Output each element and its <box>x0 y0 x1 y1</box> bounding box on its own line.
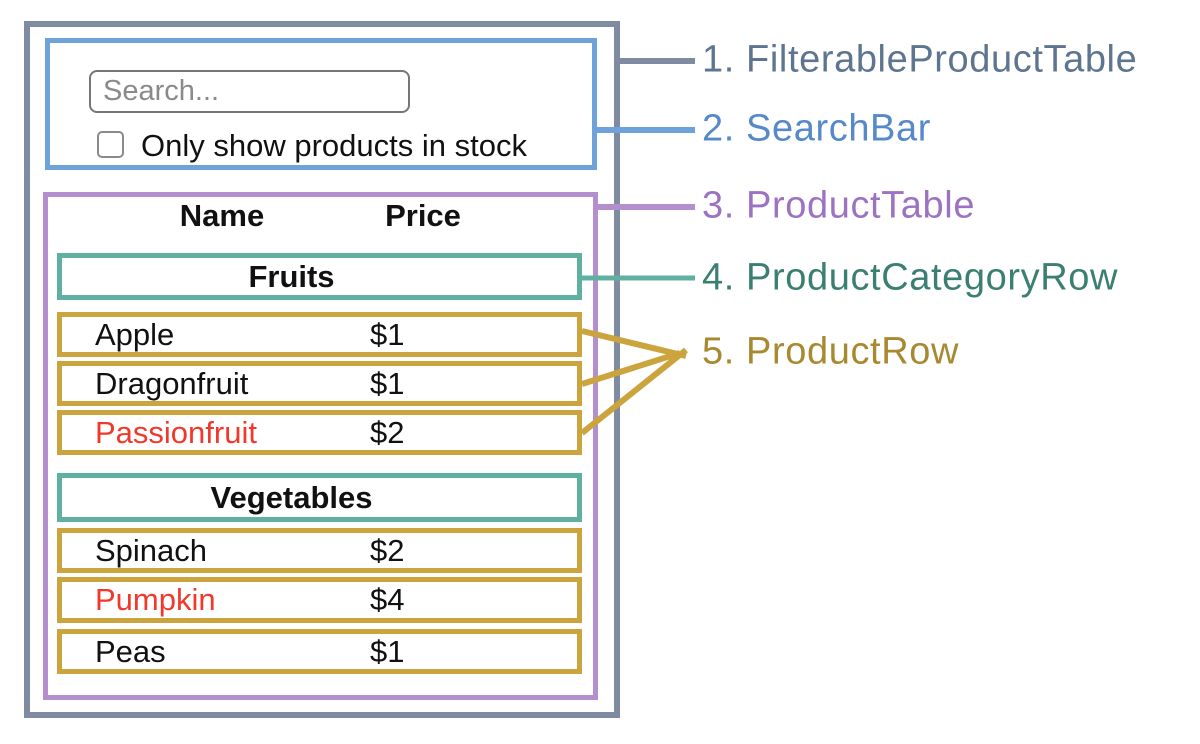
product-name: Peas <box>95 633 166 669</box>
product-name: Passionfruit <box>95 414 257 450</box>
search-input[interactable] <box>89 70 410 113</box>
product-row: Apple $1 <box>57 312 582 357</box>
legend-item-product-category-row: 4. ProductCategoryRow <box>702 256 1119 299</box>
product-row: Pumpkin $4 <box>57 577 582 623</box>
product-price: $4 <box>370 582 405 617</box>
legend-item-product-row: 5. ProductRow <box>702 330 960 373</box>
legend-item-search-bar: 2. SearchBar <box>702 107 931 150</box>
legend-item-product-table: 3. ProductTable <box>702 184 976 227</box>
in-stock-checkbox-label: Only show products in stock <box>141 128 527 163</box>
category-label: Vegetables <box>210 479 373 515</box>
product-row: Peas $1 <box>57 629 582 674</box>
category-row-fruits: Fruits <box>57 253 582 300</box>
product-row: Passionfruit $2 <box>57 410 582 455</box>
product-row: Dragonfruit $1 <box>57 361 582 406</box>
product-row: Spinach $2 <box>57 528 582 573</box>
column-header-name: Name <box>179 198 265 233</box>
category-label: Fruits <box>248 258 335 294</box>
product-price: $1 <box>370 365 405 401</box>
category-row-vegetables: Vegetables <box>57 473 582 522</box>
product-price: $2 <box>370 532 405 568</box>
product-name: Spinach <box>95 532 208 568</box>
product-price: $1 <box>370 633 405 669</box>
in-stock-checkbox[interactable] <box>97 131 124 158</box>
product-name: Pumpkin <box>95 582 216 617</box>
column-header-price: Price <box>385 198 461 233</box>
product-price: $2 <box>370 414 405 450</box>
product-price: $1 <box>370 316 405 352</box>
legend-item-filterable-product-table: 1. FilterableProductTable <box>702 38 1138 81</box>
product-name: Dragonfruit <box>95 365 249 401</box>
product-name: Apple <box>95 316 175 352</box>
